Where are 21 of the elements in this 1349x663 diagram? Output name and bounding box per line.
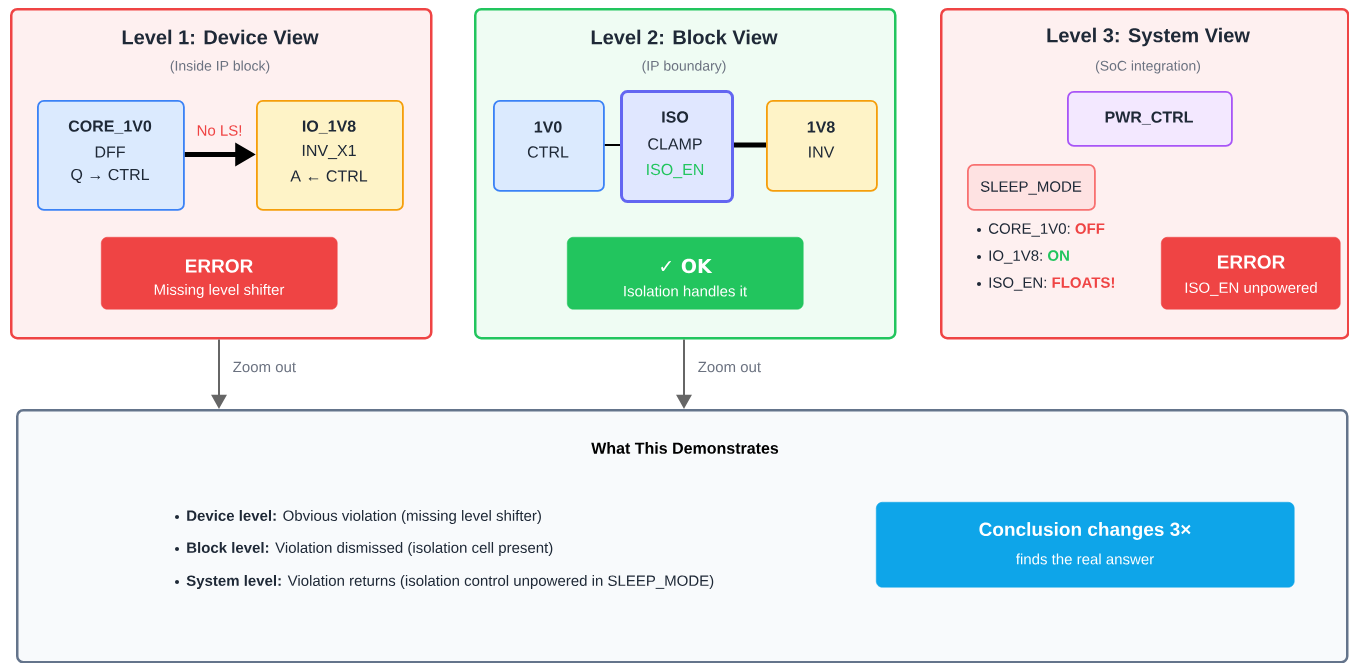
connector-line [603,144,621,146]
error-box: ERROR ISO_EN unpowered [1161,237,1341,310]
voltage-domain-box: CORE_1V0 DFF Q → CTRL [37,100,185,211]
controller-box: PWR_CTRL [1067,91,1233,147]
connector-line [734,142,766,148]
status-line: IO_1V8: ON [977,250,1069,264]
voltage-domain-box: 1V0 CTRL [493,100,605,192]
status-line: CORE_1V0: OFF [977,223,1105,237]
voltage-domain-box: 1V8 INV [766,100,878,192]
voltage-domain-box: IO_1V8 INV_X1 A ← CTRL [256,100,404,211]
isolation-cell-box: ISO CLAMP ISO_EN [620,90,734,203]
bullet-point: Device level: Obvious violation (missing level shifter) [175,510,541,524]
status-line: ISO_EN: FLOATS! [977,277,1114,291]
ok-box: ✓ OK Isolation handles it [567,237,804,310]
error-box: ERROR Missing level shifter [101,237,338,310]
edge-label: Zoom out [231,360,298,374]
bullet-point: System level: Violation returns (isolation control unpowered in SLEEP_MODE) [175,575,714,589]
mode-box: SLEEP_MODE [967,164,1096,211]
bullet-point: Block level: Violation dismissed (isolation cell present) [175,542,553,556]
edge-label: Zoom out [696,360,763,374]
conclusion-box: Conclusion changes 3× finds the real answer [876,502,1295,588]
